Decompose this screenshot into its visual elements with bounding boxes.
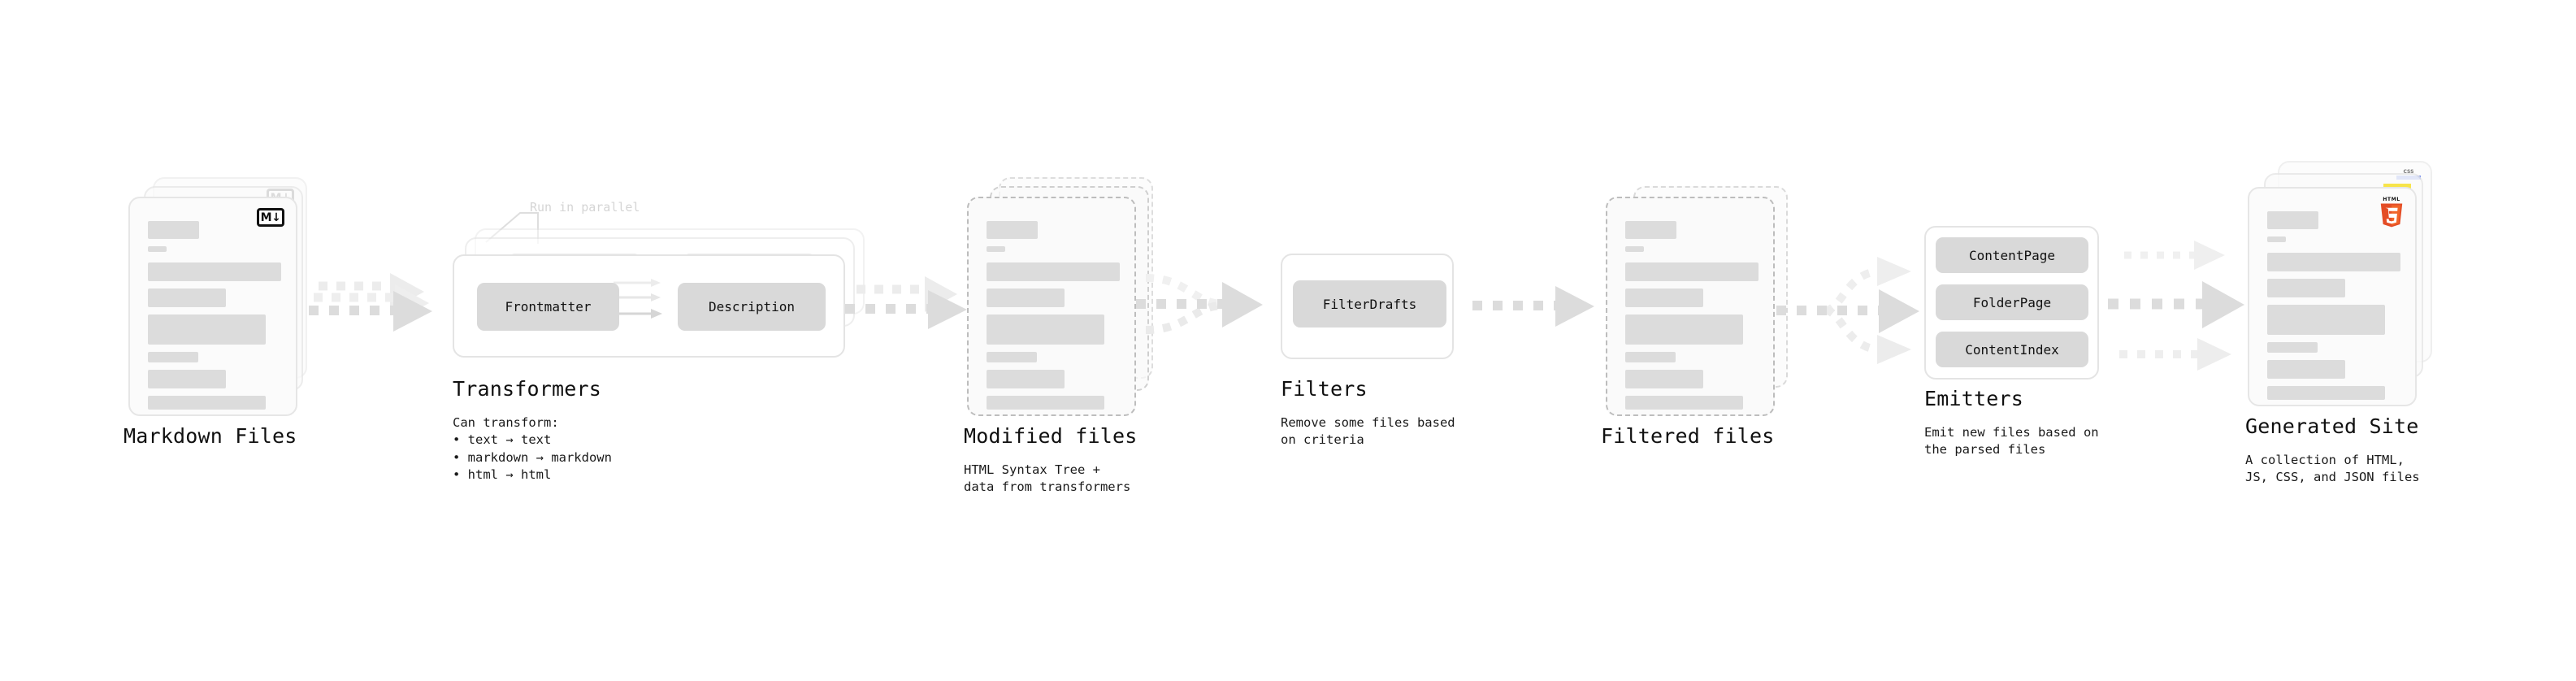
markdown-icon: M↓ [257, 208, 284, 227]
run-in-parallel-annotation: Run in parallel [530, 200, 640, 215]
flow-arrow-1 [309, 273, 432, 332]
chip-label: ContentIndex [1965, 341, 2059, 358]
stage-subtitle-emitters: Emit new files based on the parsed files [1924, 425, 2099, 458]
svg-text:HTML: HTML [2383, 197, 2400, 202]
generated-file-card-front: HTML [2248, 187, 2417, 406]
stage-title-filters: Filters [1281, 377, 1368, 401]
flow-arrow-3-fan-in [1136, 274, 1263, 334]
flow-arrow-2 [845, 276, 967, 329]
chip-label: FolderPage [1972, 294, 2052, 310]
chip-label: ContentPage [1969, 247, 2055, 263]
transformer-inner-arrows [614, 279, 662, 319]
emitter-chip-folderpage[interactable]: FolderPage [1936, 284, 2088, 320]
file-content-lines [148, 221, 281, 417]
modified-file-card-front [967, 197, 1136, 416]
stage-title-filtered-files: Filtered files [1601, 424, 1775, 448]
file-content-lines [987, 221, 1120, 417]
emitter-chip-contentpage[interactable]: ContentPage [1936, 237, 2088, 273]
file-content-lines [2267, 211, 2400, 407]
stage-title-markdown-files: Markdown Files [124, 424, 297, 448]
html5-icon: HTML [2378, 195, 2405, 231]
stage-title-generated-site: Generated Site [2245, 414, 2419, 438]
stage-title-modified-files: Modified files [964, 424, 1138, 448]
transformer-chip-frontmatter[interactable]: Frontmatter [477, 283, 619, 331]
chip-label: Description [709, 299, 795, 314]
file-content-lines [1625, 221, 1759, 417]
filtered-file-card-front [1606, 197, 1775, 416]
stage-subtitle-transformers: Can transform: • text → text • markdown … [453, 415, 612, 483]
stage-subtitle-generated-site: A collection of HTML, JS, CSS, and JSON … [2245, 453, 2420, 485]
filter-chip-filterdrafts[interactable]: FilterDrafts [1293, 280, 1446, 327]
markdown-file-card-front: M↓ [128, 197, 297, 416]
chip-label: FilterDrafts [1322, 296, 1417, 312]
stage-title-transformers: Transformers [453, 377, 602, 401]
flow-arrow-4 [1472, 286, 1594, 327]
flow-arrow-5-fan-out [1776, 257, 1919, 364]
chip-label: Frontmatter [505, 299, 592, 314]
stage-subtitle-modified-files: HTML Syntax Tree + data from transformer… [964, 462, 1131, 495]
stage-subtitle-filters: Remove some files based on criteria [1281, 415, 1455, 448]
flow-arrow-6 [2108, 241, 2244, 371]
transformer-chip-description[interactable]: Description [678, 283, 826, 331]
stage-title-emitters: Emitters [1924, 387, 2024, 410]
run-in-parallel-leader [485, 212, 539, 244]
emitter-chip-contentindex[interactable]: ContentIndex [1936, 332, 2088, 367]
